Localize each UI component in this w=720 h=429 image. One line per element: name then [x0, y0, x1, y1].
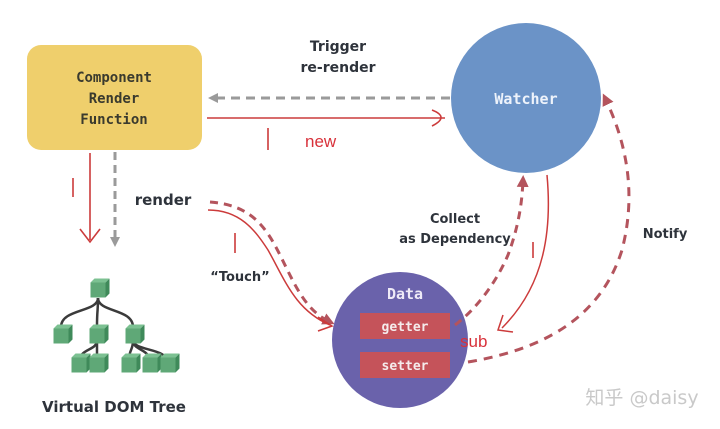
virtual-dom-tree-icon — [53, 278, 180, 373]
collect-label-line-1: Collect — [430, 212, 480, 227]
data-label: Data — [387, 285, 423, 303]
touch-label: “Touch” — [210, 270, 269, 285]
component-box-line-2: Render — [89, 91, 140, 107]
getter-box — [360, 313, 450, 339]
setter-box — [360, 352, 450, 378]
component-box-shape — [27, 45, 202, 150]
vdom-node-cube — [89, 324, 109, 344]
collect-label-line-2: as Dependency — [399, 232, 511, 247]
component-box-line-1: Component — [76, 70, 152, 86]
new-arrow — [207, 109, 445, 127]
trigger-label-line-2: re-render — [301, 60, 376, 76]
getter-label: getter — [382, 320, 429, 335]
component-box-line-3: Function — [80, 112, 147, 128]
touch-arrow — [209, 200, 335, 325]
vdom-node-cube — [160, 353, 180, 373]
collect-dependency-arrow — [454, 175, 529, 327]
vdom-edge — [96, 297, 135, 328]
virtual-dom-tree-label: Virtual DOM Tree — [42, 398, 186, 416]
render-label: render — [135, 191, 192, 209]
setter-label: setter — [382, 359, 429, 374]
sub-hand-arrow — [497, 174, 550, 333]
annotation-sub: sub — [460, 332, 487, 351]
vdom-node-cube — [71, 353, 91, 373]
vdom-edge — [59, 297, 100, 328]
annotation-new: new — [305, 132, 337, 151]
watermark: 知乎 @daisy — [585, 387, 698, 409]
vdom-node-cube — [121, 353, 141, 373]
component-render-function-box: Component Render Function — [27, 45, 202, 150]
vdom-node-cube — [90, 278, 110, 298]
vdom-node-cube — [53, 324, 73, 344]
watcher-label: Watcher — [494, 90, 557, 108]
vdom-node-cube — [142, 353, 162, 373]
watcher-node: Watcher — [451, 23, 601, 173]
notify-label: Notify — [643, 227, 688, 242]
vdom-node-cube — [89, 353, 109, 373]
data-node: Data getter setter — [332, 272, 468, 408]
trigger-label-line-1: Trigger — [310, 39, 366, 55]
render-to-vdom-red-arrow — [79, 153, 101, 244]
touch-hand-arrow — [207, 209, 334, 332]
watcher-circle — [451, 23, 601, 173]
vdom-node-cube — [125, 324, 145, 344]
